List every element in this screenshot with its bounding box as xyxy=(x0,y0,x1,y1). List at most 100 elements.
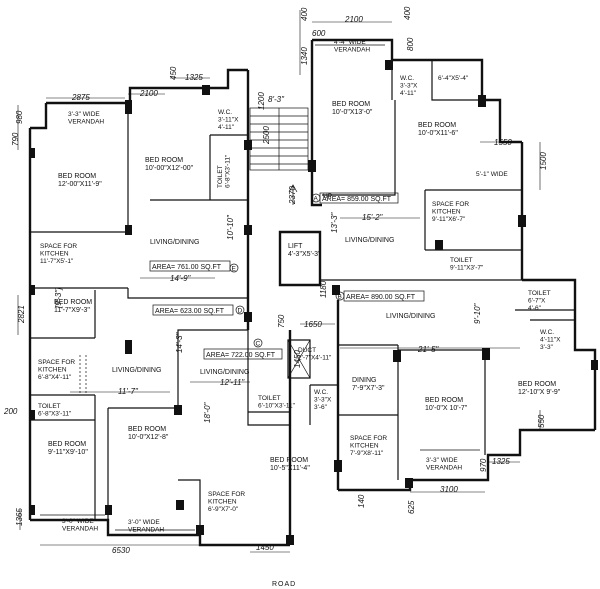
dimension-text: [9'-3"] xyxy=(54,287,63,309)
road-label: ROAD xyxy=(272,581,296,588)
area-marker: C xyxy=(256,341,261,348)
room-label-living-dining: LIVING/DINING xyxy=(386,313,435,320)
dimension-number: 1650 xyxy=(304,320,322,329)
dimension-text: 11'-7" xyxy=(118,387,139,396)
dimension-number: 1550 xyxy=(494,138,512,147)
dimension-number: 2500 xyxy=(262,126,271,145)
room-label-toilet: TOILET6'-8"X3'-11" xyxy=(217,154,231,188)
wall-top-right xyxy=(480,75,522,144)
column xyxy=(29,505,35,515)
wall-bed7 xyxy=(108,329,248,409)
column xyxy=(308,160,316,172)
dimension-text: 21'-5" xyxy=(417,345,440,354)
column xyxy=(29,285,35,295)
room-label-living-dining: LIVING/DINING xyxy=(112,367,161,374)
column xyxy=(125,225,132,235)
dimension-number: 1200 xyxy=(257,92,266,110)
dimension-text: 13'-3" xyxy=(330,211,339,233)
dimension-number: 2875 xyxy=(71,93,90,102)
wall-bottom-right xyxy=(338,428,595,492)
dimension-number: 800 xyxy=(406,37,415,51)
dimension-text: 14'-3" xyxy=(175,331,184,353)
wide-label: 5'-1" WIDE xyxy=(476,171,508,178)
dimension-number: 625 xyxy=(407,500,416,514)
dimension-text: 14'-9" xyxy=(170,274,192,283)
dimension-numbers: 400 2100 400 600 800 1340 450 1325 2875 … xyxy=(3,6,548,555)
area-label: AREA= 890.00 SQ.FT xyxy=(346,294,416,301)
dimension-number: 400 xyxy=(403,6,412,20)
wall-kitchen4 xyxy=(178,479,201,535)
column xyxy=(244,140,252,150)
dimension-number: 1325 xyxy=(185,73,203,82)
column xyxy=(125,340,132,354)
dimension-number: 1365 xyxy=(15,508,24,526)
column xyxy=(332,285,340,295)
dimension-number: 450 xyxy=(169,66,178,80)
dimension-number: 2100 xyxy=(139,89,158,98)
area-label: AREA= 859.00 SQ.FT xyxy=(322,196,392,203)
dimension-text: 8'-3" xyxy=(268,95,285,104)
columns xyxy=(29,60,598,545)
lift-shaft xyxy=(278,230,322,287)
wall-left-corner xyxy=(30,103,48,130)
column xyxy=(176,500,184,510)
column xyxy=(174,405,182,415)
dimension-number: 1450 xyxy=(256,543,274,552)
column xyxy=(405,478,413,488)
wall-top-left xyxy=(46,68,248,105)
dimension-number: 200 xyxy=(3,407,18,416)
column xyxy=(518,215,526,227)
dimension-number: 2100 xyxy=(344,15,363,24)
column xyxy=(385,60,393,70)
dimension-number: 1325 xyxy=(492,457,510,466)
duct-cross xyxy=(287,339,311,379)
dimension-number: 970 xyxy=(479,458,488,472)
wall-wc4 xyxy=(530,319,576,350)
dimension-text: 10'-10" xyxy=(226,214,235,240)
area-marker: B xyxy=(338,294,342,301)
stair-up-label: UP xyxy=(323,193,332,200)
dimension-number: 2821 xyxy=(17,305,26,324)
room-label-living-dining: LIVING/DINING xyxy=(200,369,249,376)
room-label-living-dining: LIVING/DINING xyxy=(345,237,394,244)
dimension-text: 15'-2" xyxy=(362,213,384,222)
inner-walls xyxy=(30,60,576,535)
dimension-number: 1340 xyxy=(300,47,309,65)
area-tags: A AREA= 859.00 SQ.FT B AREA= 890.00 SQ.F… xyxy=(149,192,425,360)
column xyxy=(125,100,132,114)
area-marker: E xyxy=(232,266,237,273)
wall-room-top-right xyxy=(431,60,482,101)
dimension-number: 1500 xyxy=(539,152,548,170)
dimension-lines xyxy=(17,10,541,553)
wall-apt-divider xyxy=(127,288,248,299)
area-label: AREA= 722.00 SQ.FT xyxy=(206,352,276,359)
dimension-text: 18'-0" xyxy=(203,401,212,423)
dimension-number: 980 xyxy=(15,110,24,124)
dimension-number: 3100 xyxy=(440,485,458,494)
column xyxy=(478,95,486,107)
